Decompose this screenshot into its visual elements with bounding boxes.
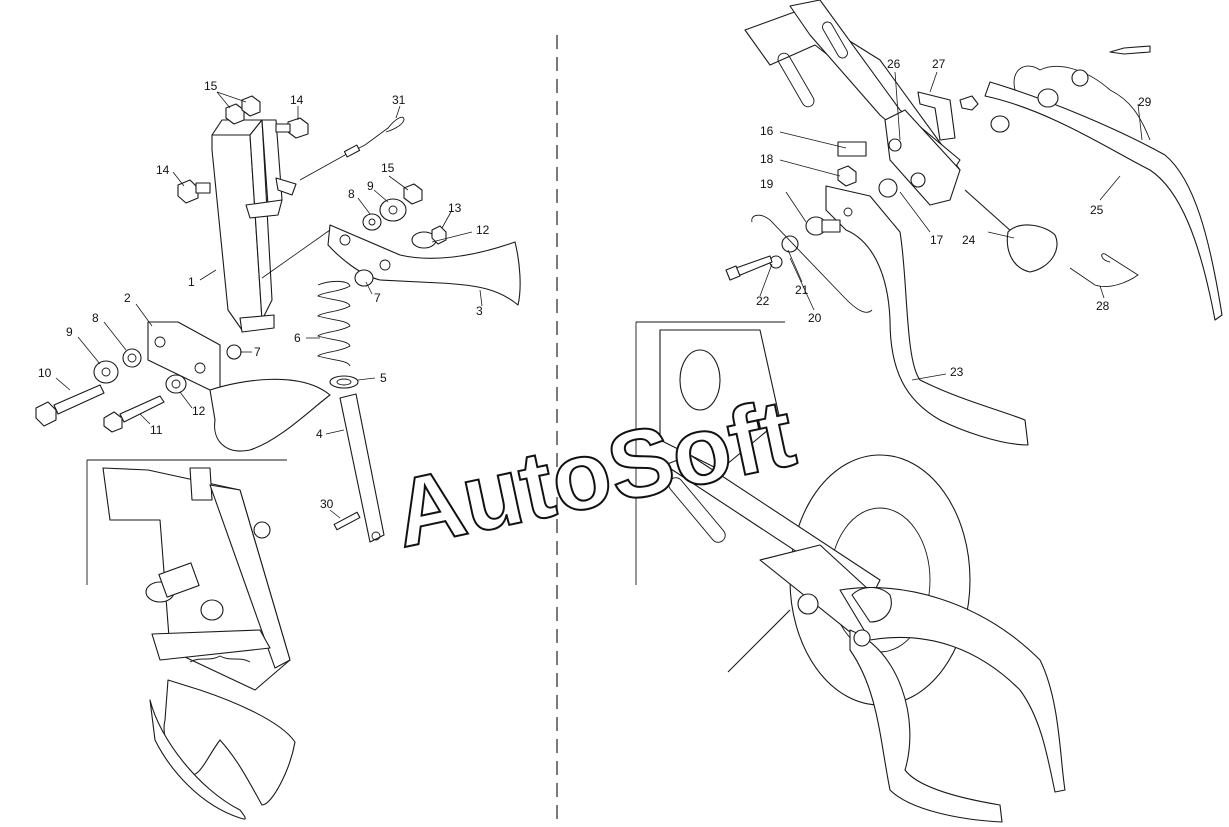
part-labels: 15 14 31 14 15 8 9 13 12 1 2 9 8 7 6 5 7… bbox=[38, 57, 1152, 511]
label-18: 18 bbox=[760, 152, 774, 166]
label-1: 1 bbox=[188, 275, 195, 289]
part-10-bolt bbox=[35, 384, 105, 427]
label-29: 29 bbox=[1138, 95, 1152, 109]
label-25: 25 bbox=[1090, 203, 1104, 217]
part-26-plate bbox=[884, 109, 961, 206]
watermark: AutoSoft bbox=[385, 379, 804, 568]
part-4-rod bbox=[339, 393, 385, 543]
label-23: 23 bbox=[950, 365, 964, 379]
part-16-block bbox=[837, 141, 867, 157]
label-21: 21 bbox=[795, 283, 809, 297]
label-17: 17 bbox=[930, 233, 944, 247]
part-28-clip bbox=[1069, 253, 1139, 287]
label-13: 13 bbox=[448, 201, 462, 215]
label-11: 11 bbox=[150, 423, 163, 437]
part-24-knob bbox=[964, 189, 1058, 273]
part-14-bolt-right bbox=[275, 117, 309, 139]
part-30-pin bbox=[333, 511, 361, 531]
label-15: 15 bbox=[204, 79, 218, 93]
part-17-spacer bbox=[878, 178, 898, 198]
leader-lines bbox=[55, 71, 1143, 519]
label-16: 16 bbox=[760, 124, 774, 138]
label-30: 30 bbox=[320, 497, 334, 511]
label-22: 22 bbox=[756, 294, 770, 308]
label-9: 9 bbox=[66, 325, 73, 339]
label-4: 4 bbox=[316, 427, 323, 441]
part-20-clip bbox=[751, 214, 873, 313]
label-14: 14 bbox=[156, 163, 170, 177]
part-5-washer bbox=[329, 375, 359, 389]
label-26: 26 bbox=[887, 57, 901, 71]
label-8: 8 bbox=[92, 311, 99, 325]
label-28: 28 bbox=[1096, 299, 1110, 313]
part-23-shank bbox=[825, 185, 1029, 446]
part-14-bolt-left bbox=[177, 179, 211, 204]
label-12: 12 bbox=[476, 223, 490, 237]
label-8: 8 bbox=[348, 187, 355, 201]
part-25-shank bbox=[984, 81, 1223, 321]
left-assembly-inset bbox=[86, 459, 296, 820]
label-3: 3 bbox=[476, 304, 483, 318]
part-15-nut bbox=[225, 103, 245, 125]
label-14: 14 bbox=[290, 93, 304, 107]
label-20: 20 bbox=[808, 311, 822, 325]
label-27: 27 bbox=[932, 57, 946, 71]
right-exploded-view bbox=[635, 0, 1223, 823]
left-exploded-view bbox=[35, 95, 521, 820]
label-19: 19 bbox=[760, 177, 774, 191]
part-22-bolt bbox=[735, 255, 773, 277]
right-assembly-inset bbox=[635, 321, 1066, 823]
label-31: 31 bbox=[392, 93, 406, 107]
label-5: 5 bbox=[380, 371, 387, 385]
label-15: 15 bbox=[381, 161, 395, 175]
label-7: 7 bbox=[374, 291, 381, 305]
part-27-bracket bbox=[917, 91, 956, 141]
label-7: 7 bbox=[254, 345, 261, 359]
label-2: 2 bbox=[124, 291, 131, 305]
label-9: 9 bbox=[367, 179, 374, 193]
part-11-bolt bbox=[103, 395, 165, 433]
label-10: 10 bbox=[38, 366, 52, 380]
label-12: 12 bbox=[192, 404, 206, 418]
label-24: 24 bbox=[962, 233, 976, 247]
part-31-cable bbox=[299, 116, 405, 181]
label-6: 6 bbox=[294, 331, 301, 345]
part-6-spring bbox=[317, 280, 351, 367]
